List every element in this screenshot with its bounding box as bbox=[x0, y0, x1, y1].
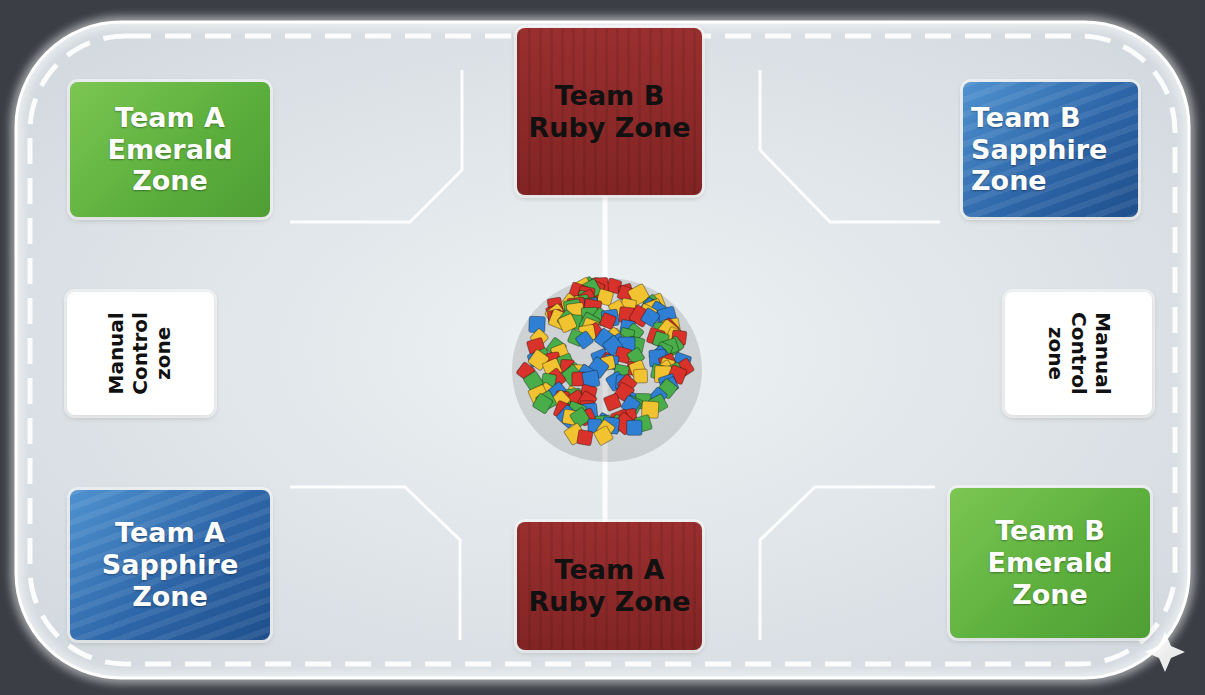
zone-label: Manual Control zone bbox=[1043, 299, 1114, 408]
game-cube bbox=[593, 425, 613, 445]
sparkle-mark bbox=[1145, 632, 1185, 672]
game-cube bbox=[577, 429, 593, 445]
zone-label: Team A Emerald Zone bbox=[78, 102, 262, 198]
ruby-zone: Team B Ruby Zone bbox=[517, 28, 702, 195]
sapphire-zone: Team A Sapphire Zone bbox=[70, 490, 270, 640]
zone-label: Team B Ruby Zone bbox=[525, 80, 694, 144]
emerald-zone: Team A Emerald Zone bbox=[70, 82, 270, 217]
ruby-zone: Team A Ruby Zone bbox=[517, 522, 702, 650]
zone-label: Team B Emerald Zone bbox=[958, 515, 1142, 611]
manual-control-zone: Manual Control zone bbox=[67, 292, 214, 415]
pile-shadow bbox=[512, 278, 702, 462]
game-cube bbox=[575, 331, 594, 350]
emerald-zone: Team B Emerald Zone bbox=[950, 488, 1150, 638]
zone-label: Team A Ruby Zone bbox=[525, 554, 694, 618]
zone-label: Manual Control zone bbox=[105, 299, 176, 408]
field-glow bbox=[16, 22, 1189, 678]
game-cube bbox=[603, 393, 621, 411]
sapphire-zone: Team B Sapphire Zone bbox=[963, 82, 1138, 217]
game-cube bbox=[634, 369, 648, 383]
field-floor bbox=[16, 22, 1189, 678]
zone-label: Team B Sapphire Zone bbox=[971, 102, 1130, 198]
zone-label: Team A Sapphire Zone bbox=[78, 517, 262, 613]
manual-control-zone: Manual Control zone bbox=[1005, 292, 1152, 415]
game-cube bbox=[532, 393, 553, 414]
field-border bbox=[16, 22, 1189, 678]
dashed-rail bbox=[30, 36, 1175, 664]
game-cube bbox=[627, 420, 642, 435]
game-cube bbox=[569, 407, 590, 428]
cube-pile bbox=[512, 276, 702, 462]
